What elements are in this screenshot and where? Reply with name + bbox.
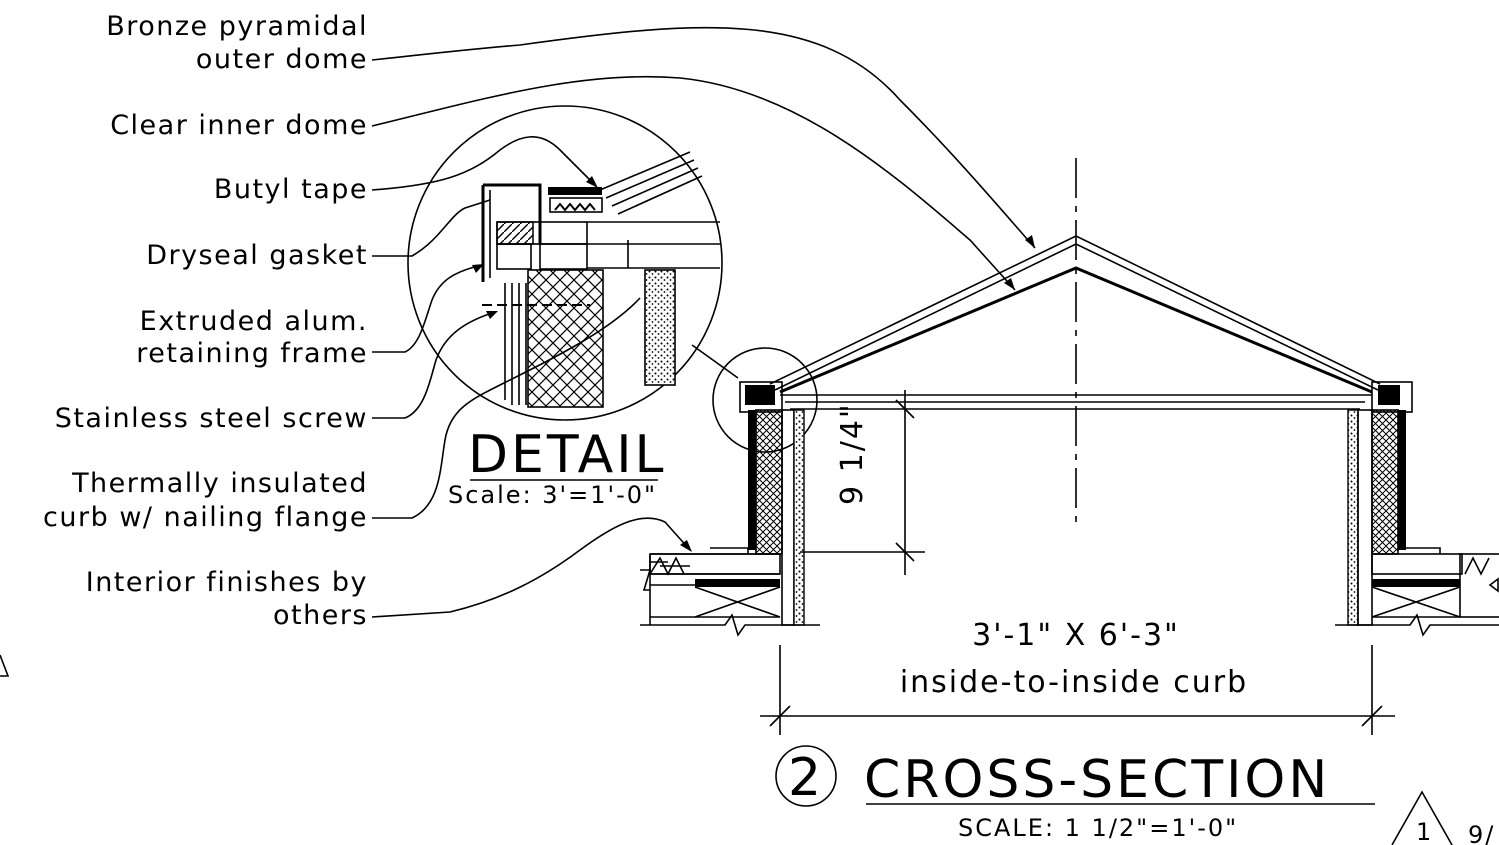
callout-labels: Bronze pyramidal outer dome Clear inner … (43, 11, 368, 631)
edge-tag-fragment (0, 654, 10, 677)
leader-arrowheads (472, 176, 1035, 552)
skylight-section (640, 158, 1499, 735)
callout-curb-line2: curb w/ nailing flange (43, 502, 368, 533)
detail-bubble (407, 105, 739, 421)
section-number-circle (775, 745, 837, 807)
callout-finishes-line1: Interior finishes by (86, 567, 368, 598)
callout-frame-line1: Extruded alum. (140, 306, 368, 337)
height-dimension: 9 1/4" (835, 402, 870, 505)
curb-size-dimension: 3'-1" X 6'-3" (972, 618, 1180, 653)
callout-screw: Stainless steel screw (55, 403, 368, 434)
detail-scale: Scale: 3'=1'-0" (448, 481, 657, 509)
corner-tag-number: 1 (1416, 818, 1433, 845)
callout-frame-line2: retaining frame (136, 338, 368, 369)
callout-inner-dome: Clear inner dome (110, 110, 368, 141)
corner-tag-partial: 9/ (1468, 821, 1495, 845)
detail-title: DETAIL (468, 425, 667, 485)
callout-outer-dome-line2: outer dome (196, 44, 368, 75)
callout-outer-dome-line1: Bronze pyramidal (106, 11, 368, 42)
callout-curb-line1: Thermally insulated (71, 468, 368, 499)
curb-size-note: inside-to-inside curb (900, 665, 1248, 700)
section-number: 2 (788, 748, 824, 808)
section-title: CROSS-SECTION (864, 750, 1330, 810)
leader-lines (371, 26, 1036, 618)
callout-dryseal-gasket: Dryseal gasket (146, 240, 368, 271)
callout-finishes-line2: others (273, 600, 368, 631)
corner-tag-triangle (1391, 790, 1453, 845)
section-scale: SCALE: 1 1/2"=1'-0" (958, 814, 1238, 842)
callout-butyl-tape: Butyl tape (214, 174, 368, 205)
